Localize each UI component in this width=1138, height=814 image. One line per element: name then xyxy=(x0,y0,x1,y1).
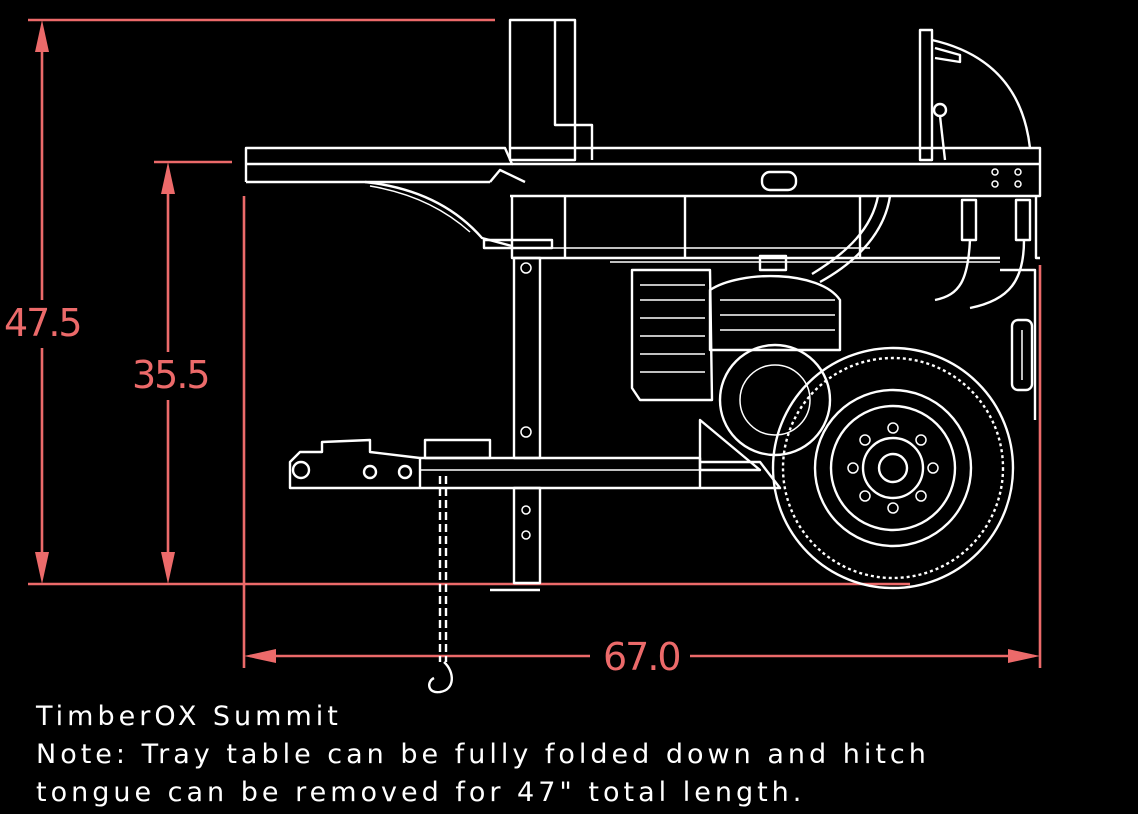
axle-bracket xyxy=(1000,268,1037,420)
overall-length-label: 67.0 xyxy=(603,635,680,679)
engine xyxy=(610,254,1000,472)
main-beam xyxy=(510,146,1042,260)
end-guard xyxy=(918,28,1032,162)
hitch-tongue xyxy=(288,438,782,490)
hydraulic-hoses xyxy=(811,195,1040,310)
tray-table xyxy=(244,146,554,250)
splitter-machine xyxy=(244,18,1042,694)
dimension-overall-height: 47.5 xyxy=(4,18,495,584)
safety-chain xyxy=(428,476,453,694)
caption-note-line-1: Note: Tray table can be fully folded dow… xyxy=(36,739,930,770)
overall-height-label: 47.5 xyxy=(4,301,81,345)
jack-stand xyxy=(490,256,542,592)
dimension-deck-height: 35.5 xyxy=(132,160,232,584)
deck-height-label: 35.5 xyxy=(132,353,209,397)
wheel xyxy=(771,346,1015,590)
caption-title: TimberOX Summit xyxy=(36,701,342,732)
splitting-wedge-tower xyxy=(508,18,594,162)
dimension-overall-length: 67.0 xyxy=(242,196,1042,679)
caption-note-line-2: tongue can be removed for 47" total leng… xyxy=(36,777,806,808)
